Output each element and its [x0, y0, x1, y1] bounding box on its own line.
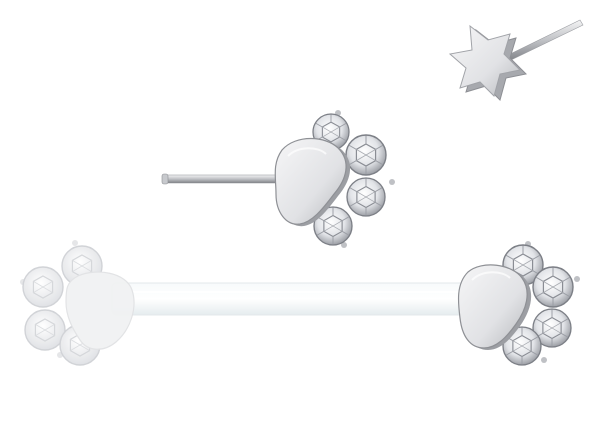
- faded-paw-end: [20, 240, 135, 366]
- paw-end: [457, 241, 580, 366]
- paw-stud-icon: [161, 110, 395, 248]
- star-stud-icon: [448, 19, 584, 101]
- paw-barbell-icon: [20, 240, 580, 366]
